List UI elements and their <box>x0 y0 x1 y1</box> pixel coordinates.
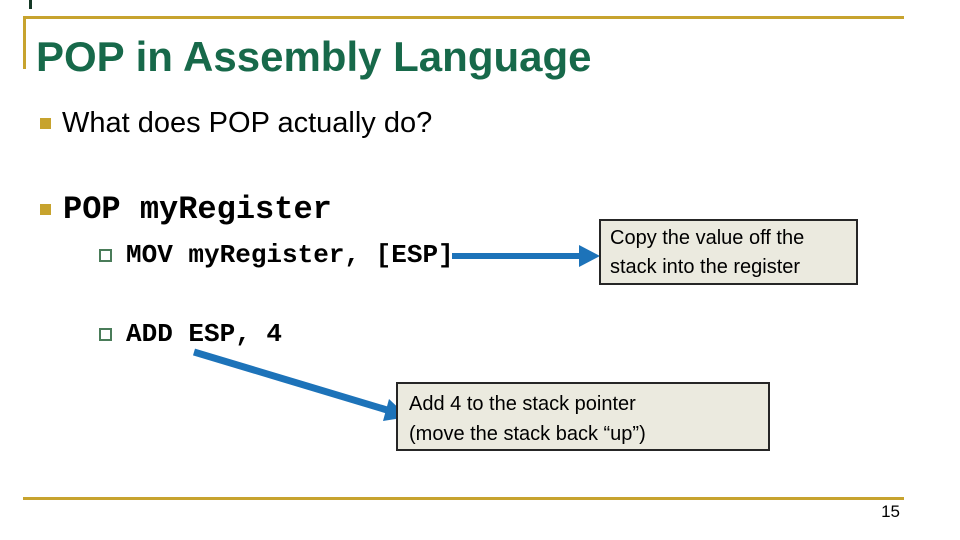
top-gold-rule <box>23 16 904 19</box>
question-text: What does POP actually do? <box>62 107 433 139</box>
right-arrow-icon <box>452 245 600 267</box>
page-number: 15 <box>881 502 900 521</box>
callout-add-four: Add 4 to the stack pointer (move the sta… <box>396 382 770 451</box>
sub-bullet-add-instruction: ADD ESP, 4 <box>99 320 282 348</box>
add-instruction-text: ADD ESP, 4 <box>126 319 283 349</box>
bottom-gold-rule <box>23 497 904 500</box>
bullet-question: What does POP actually do? <box>40 108 432 138</box>
pop-instruction-text: POP myRegister <box>63 191 332 228</box>
callout-copy-value: Copy the value off the stack into the re… <box>599 219 858 285</box>
callout-add4-line1: Add 4 to the stack pointer <box>409 393 636 415</box>
callout-add4-line2: (move the stack back “up”) <box>409 423 646 445</box>
filled-square-bullet-icon <box>40 118 51 129</box>
callout-copy-line1: Copy the value off the <box>610 227 805 249</box>
slide-title: POP in Assembly Language <box>36 33 592 80</box>
hollow-square-bullet-icon <box>99 328 112 341</box>
bullet-pop-instruction: POP myRegister <box>40 193 332 226</box>
callout-copy-line2: stack into the register <box>610 256 801 278</box>
down-right-arrow-icon <box>192 348 408 421</box>
sub-bullet-mov-instruction: MOV myRegister, [ESP] <box>99 241 454 269</box>
mov-instruction-text: MOV myRegister, [ESP] <box>126 240 454 270</box>
top-edge-tick <box>29 0 32 9</box>
title-left-gold-rule <box>23 16 26 69</box>
filled-square-bullet-icon <box>40 204 51 215</box>
hollow-square-bullet-icon <box>99 249 112 262</box>
